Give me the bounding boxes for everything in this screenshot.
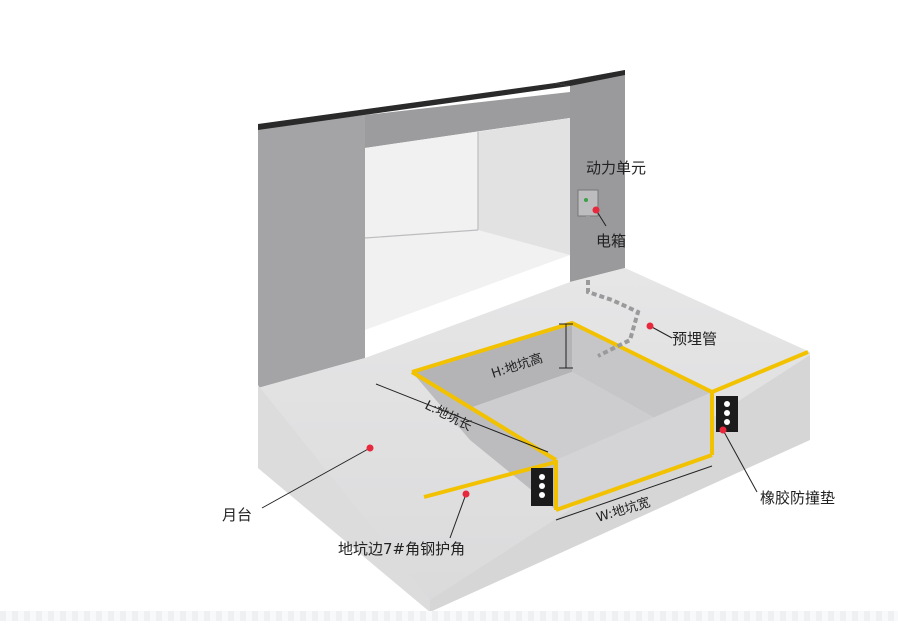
left-wall-face: [258, 115, 365, 388]
pit-front-face: [556, 392, 712, 510]
label-electric-box: 电箱: [596, 232, 626, 250]
label-embedded-pipe: 预埋管: [672, 330, 717, 348]
markers: [366, 206, 727, 498]
edge-guard-floor-edge: [423, 460, 557, 499]
label-rubber-bumper: 橡胶防撞垫: [760, 489, 835, 507]
right-pillar-top: [555, 70, 625, 86]
embedded-pipe: [586, 216, 641, 358]
edge-guard-back: [411, 320, 809, 395]
floor-front-left: [258, 385, 430, 612]
door-floor-edge: [364, 229, 479, 239]
pit-left-wall: [412, 372, 556, 510]
dimensions: [375, 323, 713, 521]
door-opening-side: [478, 118, 570, 255]
wall-top-edge: [258, 83, 570, 130]
building-wall: [258, 70, 625, 388]
rubber-bumpers: [531, 396, 738, 506]
marker-bumper: [719, 426, 727, 434]
label-power-unit: 动力单元: [586, 159, 646, 177]
pit-back-wall: [412, 323, 572, 408]
right-pillar: [570, 70, 625, 282]
bumper-right: [716, 396, 738, 432]
marker-electric-box: [592, 206, 600, 214]
marker-angle-steel: [462, 490, 470, 498]
marker-embedded-pipe: [646, 322, 654, 330]
marker-platform: [366, 444, 374, 452]
bumper-left: [531, 468, 553, 506]
wall-top-beam: [365, 92, 570, 148]
edge-guard-front: [555, 453, 713, 512]
label-angle-steel: 地坑边7#角钢护角: [338, 540, 465, 558]
label-platform: 月台: [222, 506, 252, 524]
pit-floor: [470, 372, 712, 510]
leader-lines: [261, 209, 758, 539]
pit: [410, 320, 809, 512]
bottom-strip: [0, 611, 898, 621]
